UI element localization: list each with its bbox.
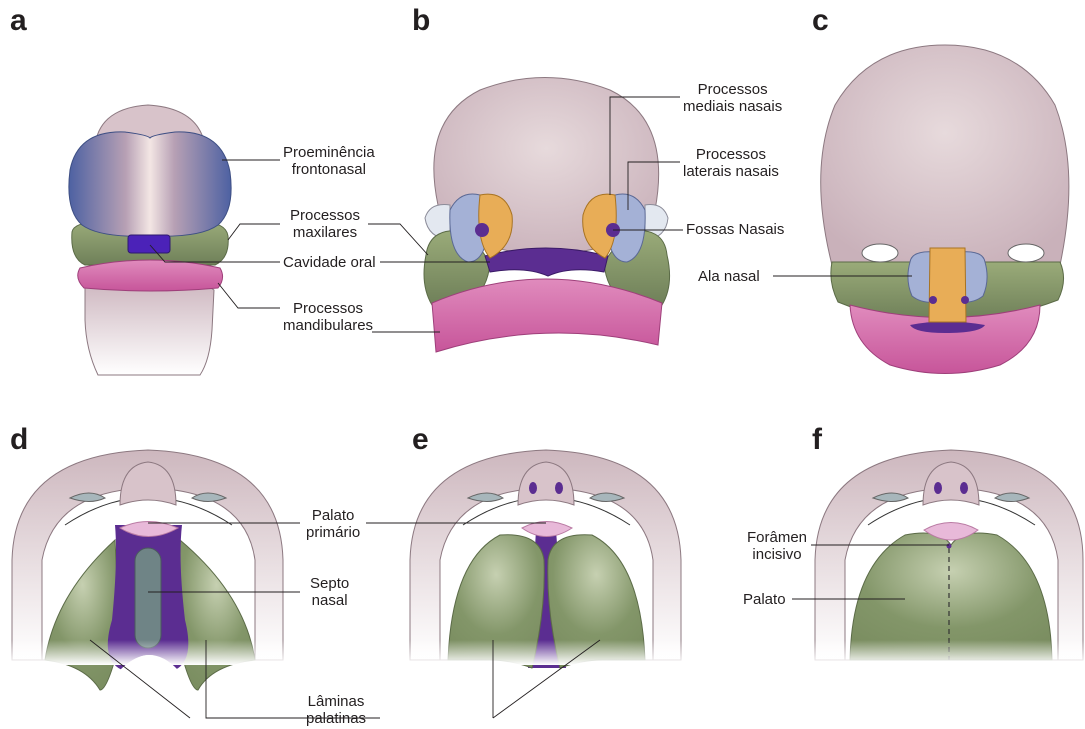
incisive-foramen-dot xyxy=(947,544,952,549)
label-proeminencia-line1: Proeminência xyxy=(283,144,375,161)
fade-f xyxy=(805,640,1085,665)
label-mandibulares-line2: mandibulares xyxy=(283,317,373,334)
fade-e xyxy=(400,640,700,665)
label-laterais-line2: laterais nasais xyxy=(683,163,779,180)
frontonasal-prominence xyxy=(69,132,231,236)
label-maxilares-line2: maxilares xyxy=(290,224,360,241)
label-processos-mandibulares: Processos mandibulares xyxy=(283,300,373,334)
head-c xyxy=(821,45,1069,265)
oral-cavity-a xyxy=(128,235,170,253)
label-proeminencia-frontonasal: Proeminência frontonasal xyxy=(283,144,375,178)
leader-b-maxilares xyxy=(368,224,428,255)
label-septo-line1: Septo xyxy=(310,575,349,592)
nostril-right-f xyxy=(960,482,968,494)
label-processos-laterais-nasais: Processos laterais nasais xyxy=(683,146,779,180)
fade-d xyxy=(0,640,300,665)
label-foramen-incisivo: Forâmen incisivo xyxy=(747,529,807,563)
label-proeminencia-line2: frontonasal xyxy=(283,161,375,178)
leader-maxilares xyxy=(228,224,280,240)
neck-shape xyxy=(85,281,214,375)
label-laminas-palatinas: Lâminas palatinas xyxy=(306,693,366,727)
label-cavidade-oral: Cavidade oral xyxy=(283,254,376,271)
panel-b-illustration xyxy=(424,78,670,353)
label-laminas-line2: palatinas xyxy=(306,710,366,727)
nostril-right-c xyxy=(961,296,969,304)
label-processos-mediais-nasais: Processos mediais nasais xyxy=(683,81,782,115)
label-palato-primario-line1: Palato xyxy=(306,507,360,524)
panel-f-illustration xyxy=(815,450,1083,660)
label-mediais-line1: Processos xyxy=(683,81,782,98)
eye-right-c xyxy=(1008,244,1044,262)
label-laterais-line1: Processos xyxy=(683,146,779,163)
label-laminas-line1: Lâminas xyxy=(306,693,366,710)
nostril-right-e xyxy=(555,482,563,494)
label-palato: Palato xyxy=(743,591,786,608)
panel-letter-a: a xyxy=(10,6,27,36)
mandibular-a xyxy=(78,260,223,291)
nostril-left-e xyxy=(529,482,537,494)
label-mandibulares-line1: Processos xyxy=(283,300,373,317)
label-ala-nasal: Ala nasal xyxy=(698,268,760,285)
nasal-septum xyxy=(135,548,161,648)
label-septo-line2: nasal xyxy=(310,592,349,609)
panel-letter-f: f xyxy=(812,425,822,455)
panel-a-illustration xyxy=(69,105,231,375)
nostril-left-c xyxy=(929,296,937,304)
nasal-pit-left xyxy=(475,223,489,237)
label-septo-nasal: Septo nasal xyxy=(310,575,349,609)
label-foramen-line1: Forâmen xyxy=(747,529,807,546)
label-mediais-line2: mediais nasais xyxy=(683,98,782,115)
label-fossas-nasais: Fossas Nasais xyxy=(686,221,784,238)
label-palato-primario: Palato primário xyxy=(306,507,360,541)
label-maxilares-line1: Processos xyxy=(290,207,360,224)
oral-cavity-b xyxy=(485,248,608,276)
panel-letter-e: e xyxy=(412,425,429,455)
panel-letter-b: b xyxy=(412,6,430,36)
panel-c-illustration xyxy=(821,45,1069,374)
panel-e-illustration xyxy=(410,450,681,668)
panel-letter-c: c xyxy=(812,6,829,36)
label-palato-primario-line2: primário xyxy=(306,524,360,541)
eye-left-c xyxy=(862,244,898,262)
panel-letter-d: d xyxy=(10,425,28,455)
nostril-left-f xyxy=(934,482,942,494)
label-processos-maxilares: Processos maxilares xyxy=(290,207,360,241)
label-foramen-line2: incisivo xyxy=(747,546,807,563)
medial-nasal-c xyxy=(929,248,966,322)
leader-mandibulares xyxy=(218,283,280,308)
